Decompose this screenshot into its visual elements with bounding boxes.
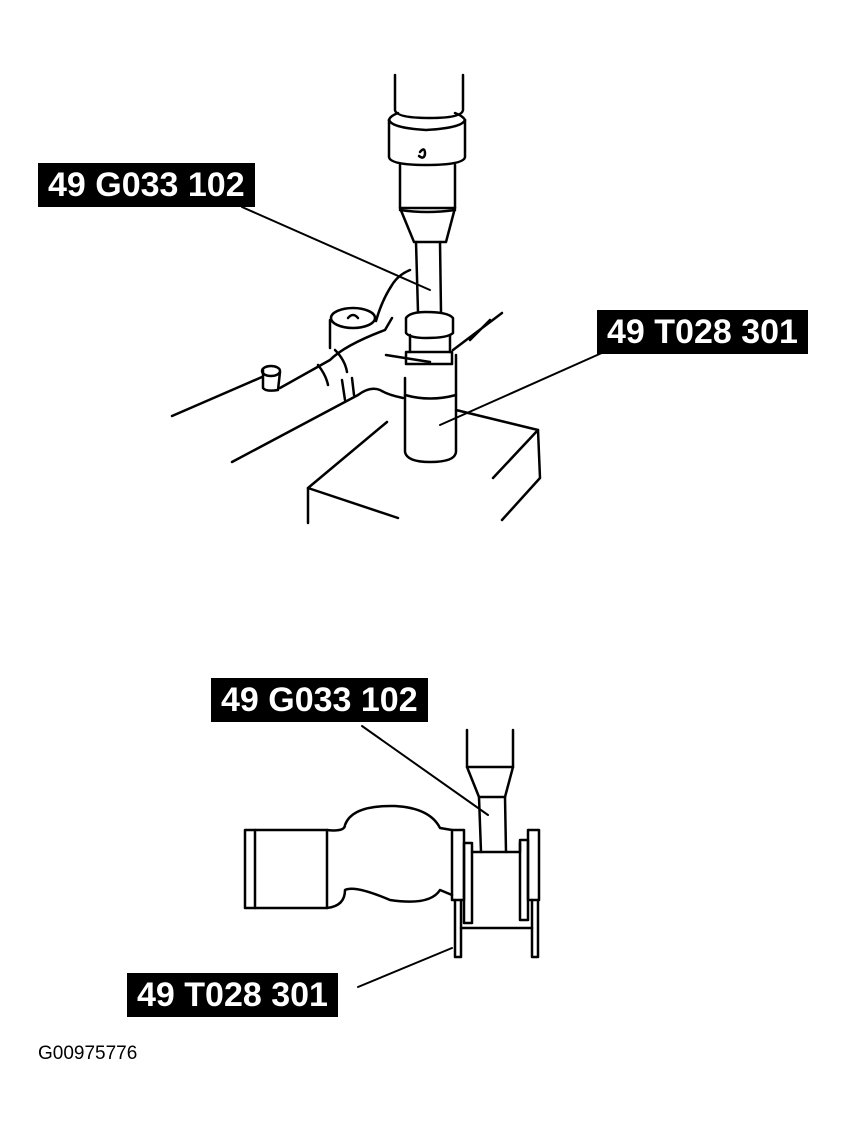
bottom-view-illustration [243,728,541,959]
part-label-49g033102-top: 49 G033 102 [38,163,255,207]
top-view-illustration [170,73,542,525]
part-label-49g033102-bottom: 49 G033 102 [211,678,428,722]
part-label-49t028301-top: 49 T028 301 [597,310,808,354]
figure-id: G00975776 [38,1043,138,1064]
leader-lines [241,206,605,988]
part-label-49t028301-bottom: 49 T028 301 [127,973,338,1017]
